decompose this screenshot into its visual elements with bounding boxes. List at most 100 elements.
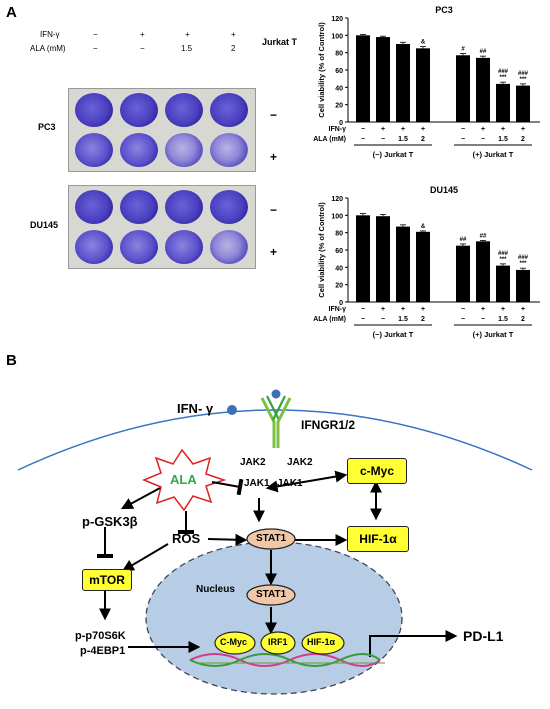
bar: [456, 55, 470, 123]
ifn-gamma-label: IFN- γ: [177, 401, 214, 416]
tf-hif-label: HIF-1α: [307, 637, 336, 647]
chart-title: PC3: [435, 5, 453, 15]
receptor-label: IFNGR1/2: [301, 418, 356, 432]
ifn-row-label: IFN-γ: [329, 306, 347, 313]
ala-label: ALA: [170, 472, 197, 487]
plate-well: [210, 230, 248, 264]
bar: [416, 48, 430, 123]
bar: [376, 216, 390, 302]
tf-hif-oval: [301, 631, 345, 655]
significance-label: ##: [460, 237, 467, 243]
p70-label: p-p70S6K: [75, 630, 126, 642]
ala-starburst-icon: [142, 448, 227, 512]
ifn-gamma-icon: [227, 405, 237, 415]
bar: [396, 44, 410, 122]
bar: [476, 241, 490, 302]
y-tick-label: 100: [331, 33, 343, 40]
pc3-jurkat-minus: −: [270, 108, 278, 122]
plate-ifn-3: +: [185, 30, 190, 39]
group-label: (+) Jurkat T: [473, 330, 514, 339]
significance-label: ##: [480, 49, 487, 55]
y-tick-label: 80: [335, 51, 343, 58]
ala-condition: 2: [521, 316, 525, 323]
ifn-condition: +: [501, 306, 505, 313]
ala-condition: 2: [521, 136, 525, 143]
significance-label: ***: [499, 75, 507, 81]
plate-ala-1: −: [93, 44, 98, 53]
significance-label: #: [461, 47, 465, 53]
pdl1-label: PD-L1: [463, 628, 504, 644]
bar: [456, 245, 470, 302]
du145-jurkat-plus: +: [270, 245, 278, 259]
ifn-condition: −: [461, 126, 465, 133]
bar: [356, 215, 370, 302]
plate-well: [210, 93, 248, 127]
cmyc-box: c-Myc: [347, 458, 407, 484]
tf-irf1-label: IRF1: [268, 637, 288, 647]
y-axis-label: Cell viability (% of Control): [317, 202, 326, 298]
stat1-nuc-label: STAT1: [256, 589, 287, 600]
bar: [496, 265, 510, 302]
plate-well: [75, 93, 113, 127]
significance-label: ***: [519, 261, 527, 267]
jak2-right-label: JAK2: [287, 457, 313, 468]
dna-helix-icon: [189, 653, 385, 667]
ifn-condition: +: [401, 126, 405, 133]
y-tick-label: 80: [335, 231, 343, 238]
ala-condition: 1.5: [498, 316, 508, 323]
y-tick-label: 40: [335, 265, 343, 272]
bar: [356, 35, 370, 123]
plate-well: [120, 93, 158, 127]
pc3-cell-line-label: PC3: [38, 122, 56, 132]
ala-row-label: ALA (mM): [313, 136, 346, 143]
y-tick-label: 20: [335, 103, 343, 110]
ala-condition: −: [361, 136, 365, 143]
ifn-condition: +: [521, 126, 525, 133]
bar: [416, 231, 430, 302]
pc3-plate: [68, 88, 256, 172]
chart-title: DU145: [430, 185, 458, 195]
ifn-condition: −: [461, 306, 465, 313]
significance-label: ###: [498, 251, 509, 257]
plate-ifn-2: +: [140, 30, 145, 39]
ifn-condition: +: [381, 126, 385, 133]
nucleus-label: Nucleus: [196, 584, 235, 595]
ifn-condition: +: [481, 126, 485, 133]
ifn-condition: −: [361, 306, 365, 313]
ifn-condition: +: [381, 306, 385, 313]
ifn-condition: +: [481, 306, 485, 313]
ala-condition: −: [381, 316, 385, 323]
bar: [516, 85, 530, 122]
ifn-condition: +: [521, 306, 525, 313]
du145-jurkat-minus: −: [270, 203, 278, 217]
significance-label: ***: [519, 77, 527, 83]
ifn-condition: +: [421, 306, 425, 313]
significance-label: ###: [498, 69, 509, 75]
plate-ifn-label: IFN-γ: [40, 30, 60, 39]
gsk-label: p-GSK3β: [82, 514, 138, 529]
ala-condition: −: [461, 316, 465, 323]
bar: [476, 57, 490, 122]
du145-cell-line-label: DU145: [30, 220, 59, 230]
significance-label: &: [421, 40, 426, 46]
y-tick-label: 0: [339, 300, 343, 307]
ifn-condition: −: [361, 126, 365, 133]
tf-cmyc-oval: [214, 631, 256, 655]
plate-ala-4: 2: [231, 44, 236, 53]
plate-well: [120, 230, 158, 264]
plate-well: [165, 190, 203, 224]
hif-box: HIF-1α: [347, 526, 409, 552]
panel-a-label: A: [6, 4, 17, 21]
plate-ifn-4: +: [231, 30, 236, 39]
ala-row-label: ALA (mM): [313, 316, 346, 323]
jak1-right-label: JAK1: [277, 478, 303, 489]
ala-condition: −: [481, 136, 485, 143]
plate-well: [120, 190, 158, 224]
ala-condition: 2: [421, 316, 425, 323]
bar: [376, 37, 390, 122]
plate-jurkat-label: Jurkat T: [262, 37, 298, 47]
tf-cmyc-label: C-Myc: [220, 637, 248, 647]
y-tick-label: 100: [331, 213, 343, 220]
ifngr-receptor-icon: [260, 389, 292, 448]
ala-condition: −: [361, 316, 365, 323]
